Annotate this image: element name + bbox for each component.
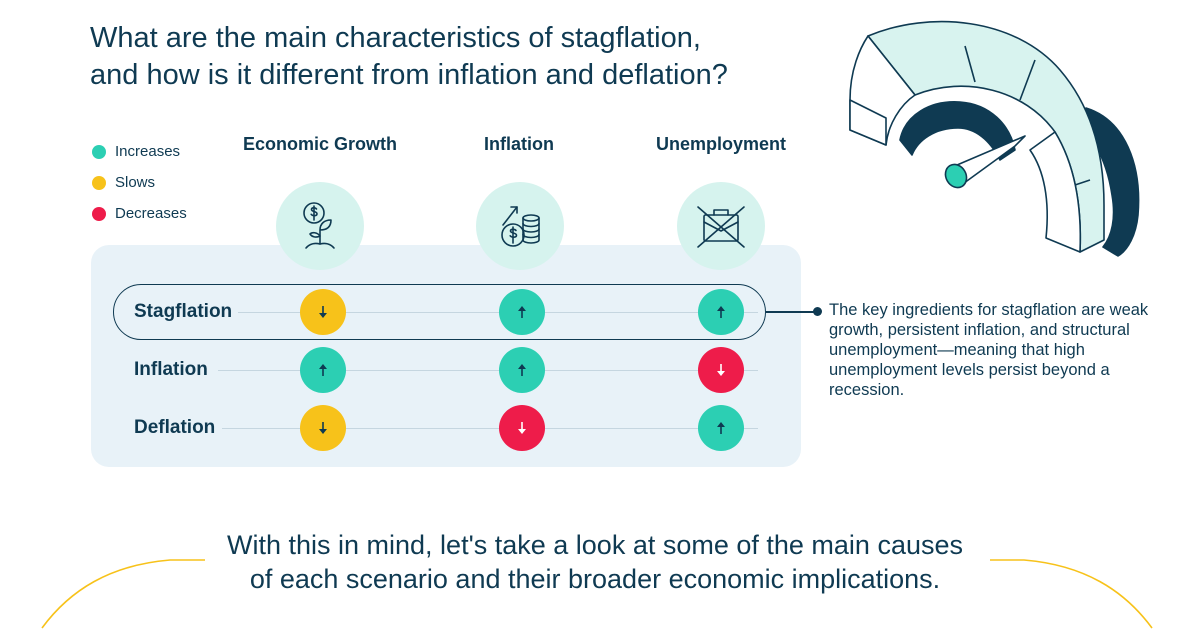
stagflation-highlight: [113, 284, 766, 340]
indicator-increases: [698, 289, 744, 335]
legend-label: Decreases: [115, 205, 187, 222]
arrow-down-icon: [319, 306, 327, 318]
row-label-stagflation: Stagflation: [134, 301, 233, 322]
comparison-panel: [91, 245, 801, 467]
arrow-down-icon: [319, 422, 327, 434]
title-line-2: and how is it different from inflation a…: [90, 59, 728, 91]
title-line-1: What are the main characteristics of sta…: [90, 22, 701, 54]
coins-growth-icon: [476, 182, 564, 270]
legend-item-decreases: Decreases: [92, 198, 187, 229]
footer-text: With this in mind, let's take a look at …: [200, 528, 990, 596]
arrow-up-icon: [518, 364, 526, 376]
footer-right-arc: [990, 559, 1153, 629]
indicator-decreases: [698, 347, 744, 393]
row-line: [238, 312, 758, 313]
indicator-slows: [300, 289, 346, 335]
legend-item-increases: Increases: [92, 136, 187, 167]
indicator-increases: [300, 347, 346, 393]
arrow-down-icon: [518, 422, 526, 434]
arrow-down-icon: [717, 364, 725, 376]
page-title: What are the main characteristics of sta…: [90, 20, 790, 94]
indicator-decreases: [499, 405, 545, 451]
arrow-up-icon: [717, 306, 725, 318]
gauge-icon: [849, 20, 1140, 257]
legend-label: Increases: [115, 143, 181, 160]
footer-line-2: of each scenario and their broader econo…: [249, 564, 941, 594]
arrow-up-icon: [319, 364, 327, 376]
legend-item-slows: Slows: [92, 167, 187, 198]
arrow-up-icon: [717, 422, 725, 434]
note-connector-dot: [813, 307, 822, 316]
indicator-slows: [300, 405, 346, 451]
indicator-increases: [499, 289, 545, 335]
row-label-deflation: Deflation: [134, 417, 216, 438]
decreases-dot-icon: [92, 206, 106, 221]
note-connector-line: [766, 311, 815, 313]
stagflation-note: The key ingredients for stagflation are …: [829, 301, 1149, 399]
row-line: [218, 370, 758, 371]
crossed-briefcase-icon: [677, 182, 765, 270]
column-header-economic-growth: Economic Growth: [242, 134, 397, 154]
legend-label: Slows: [115, 174, 156, 191]
plant-dollar-icon: [276, 182, 364, 270]
legend: Increases Slows Decreases: [92, 136, 187, 229]
column-header-unemployment: Unemployment: [655, 134, 787, 154]
slows-dot-icon: [92, 175, 106, 190]
arrow-up-icon: [518, 306, 526, 318]
increases-dot-icon: [92, 144, 106, 159]
row-line: [222, 428, 758, 429]
footer-left-arc: [41, 559, 205, 629]
column-header-inflation: Inflation: [484, 134, 554, 154]
row-label-inflation: Inflation: [134, 359, 208, 380]
indicator-increases: [698, 405, 744, 451]
indicator-increases: [499, 347, 545, 393]
footer-line-1: With this in mind, let's take a look at …: [227, 530, 963, 560]
